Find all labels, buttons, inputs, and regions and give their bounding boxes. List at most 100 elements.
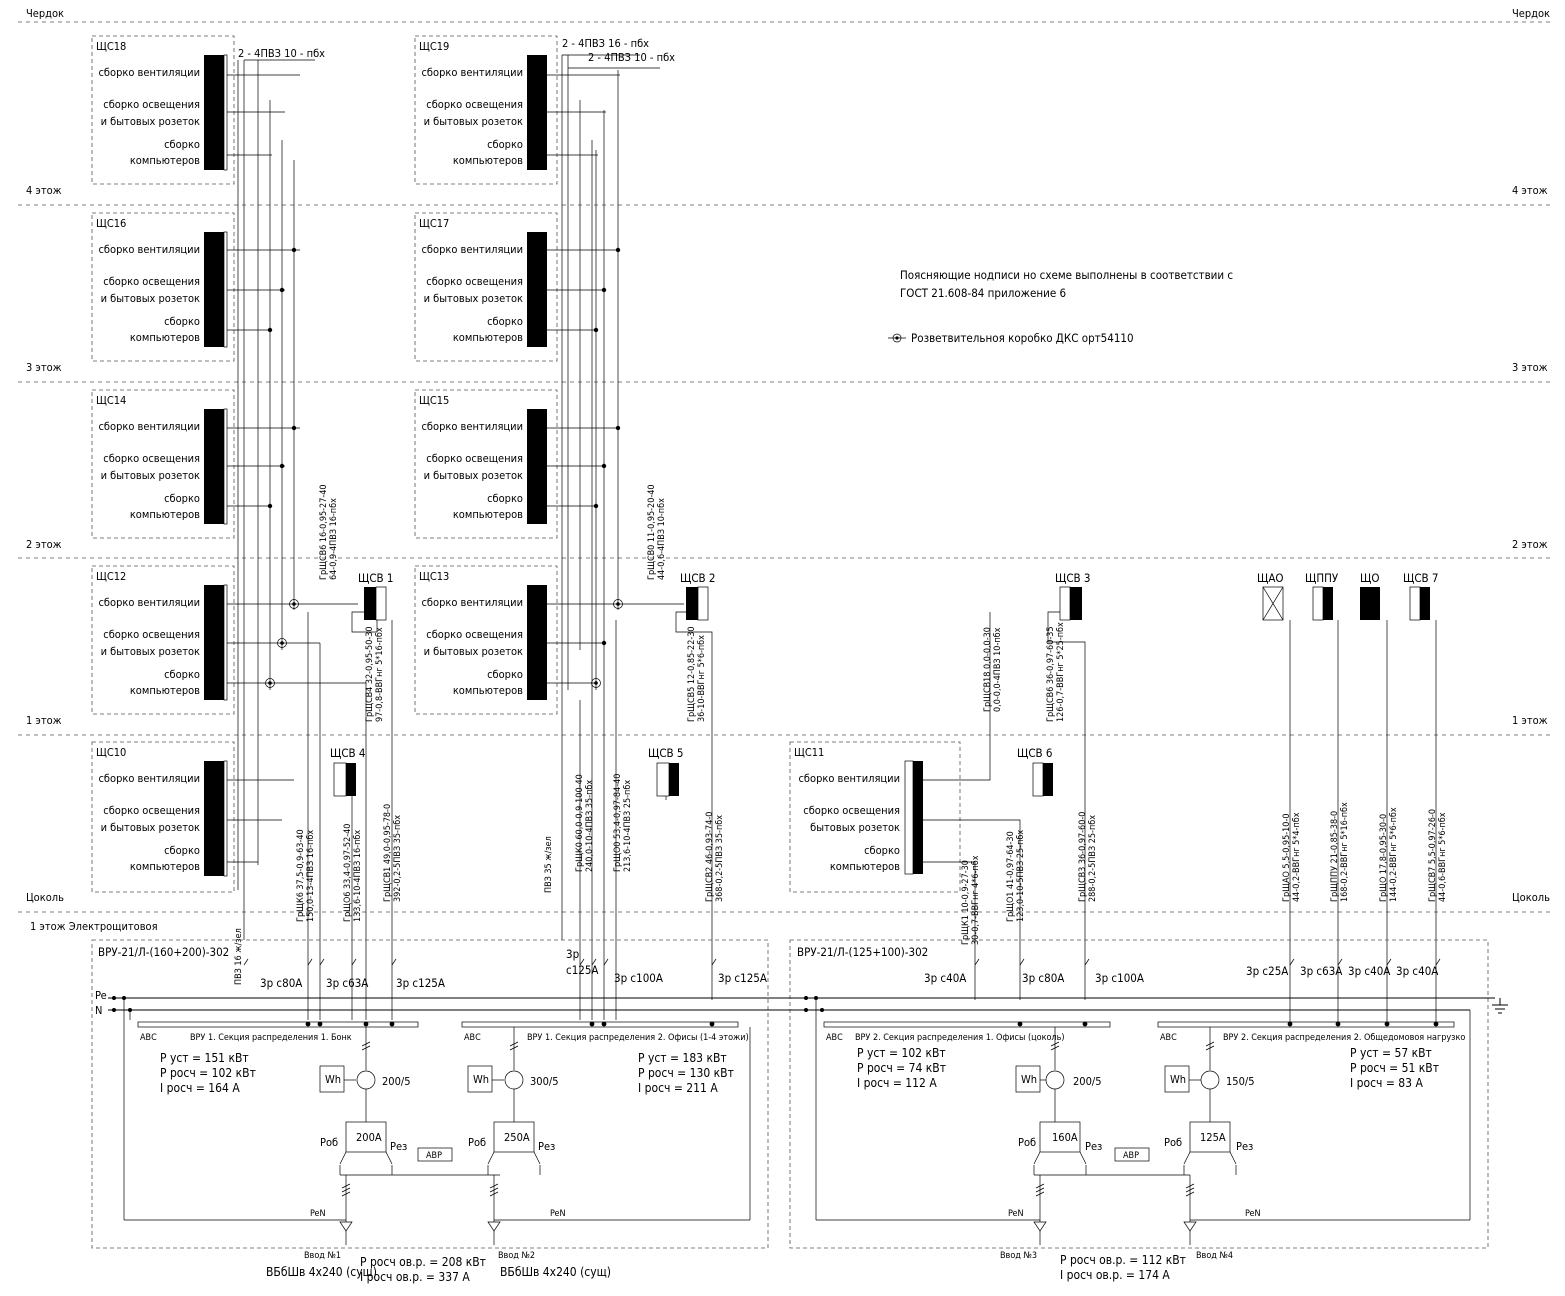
svg-text:сборко: сборко: [164, 492, 200, 505]
svg-text:сборко вентиляции: сборко вентиляции: [98, 243, 200, 256]
svg-text:N: N: [95, 1004, 102, 1017]
avr-unit-2: АВР: [1123, 1151, 1139, 1161]
svg-text:Рез: Рез: [538, 1140, 555, 1153]
svg-text:Рез: Рез: [1085, 1140, 1102, 1153]
svg-text:3р с63А: 3р с63А: [1300, 964, 1342, 978]
svg-text:ГрЩО6 33,4-0,97-52-40: ГрЩО6 33,4-0,97-52-40: [343, 824, 353, 922]
floor-label-1: 1 этож: [26, 714, 62, 727]
floor-label-attic: Чердок: [26, 7, 64, 20]
input-unit-2: Wh 300/5 250А Роб Рез PeN АВР: [417, 1027, 751, 1245]
floor-label-4-right: 4 этож: [1512, 184, 1548, 197]
meter-wh: Wh: [325, 1073, 341, 1086]
svg-text:126-0,7-ВВГнг 5*25-пбх: 126-0,7-ВВГнг 5*25-пбх: [1055, 622, 1066, 722]
svg-text:I росч = 83 А: I росч = 83 А: [1350, 1076, 1423, 1090]
svg-text:и бытовых розеток: и бытовых розеток: [101, 292, 200, 305]
svg-text:3р с25А: 3р с25А: [1246, 964, 1288, 978]
svg-text:I росч = 164 А: I росч = 164 А: [160, 1081, 240, 1095]
svg-text:Р уст = 151 кВт: Р уст = 151 кВт: [160, 1051, 249, 1065]
svg-text:150,0-13-4ПВЗ 16-пбх: 150,0-13-4ПВЗ 16-пбх: [305, 830, 316, 922]
avr-unit-1: АВР: [426, 1151, 442, 1161]
svg-text:сборко: сборко: [487, 492, 523, 505]
section-stats: Р уст = 151 кВт Р росч = 102 кВт I росч …: [160, 1046, 1439, 1095]
total-2-power: Р росч ов.р. = 112 кВт: [1060, 1253, 1186, 1267]
svg-text:компьютеров: компьютеров: [130, 508, 200, 521]
switchboard-vru1: ВРУ-21/Л-(160+200)-302: [91, 939, 769, 1249]
panel-scv7-label: ЩСВ 7: [1403, 571, 1439, 585]
svg-text:168-0,2-ВВГнг 5*16-пбх: 168-0,2-ВВГнг 5*16-пбх: [1339, 802, 1350, 902]
input-cable-1: ВБбШв 4х240 (сущ): [266, 1265, 377, 1279]
svg-text:и бытовых розеток: и бытовых розеток: [424, 115, 523, 128]
cable-top-2: 2 - 4ПВЗ 16 - пбх: [562, 37, 649, 50]
svg-text:ГрЩСВ4 32-0,95-50-30: ГрЩСВ4 32-0,95-50-30: [365, 626, 375, 722]
floor-label-1-right: 1 этож: [1512, 714, 1548, 727]
svg-text:64-0,9-4ПВЗ 16-пбх: 64-0,9-4ПВЗ 16-пбх: [328, 498, 339, 580]
svg-text:Р уст = 183 кВт: Р уст = 183 кВт: [638, 1051, 727, 1065]
panel-label-sc17: ЩС17: [419, 217, 449, 230]
svg-text:сборко освещения: сборко освещения: [803, 804, 900, 817]
svg-text:3р: 3р: [566, 947, 579, 961]
total-1-current: I росч ов.р. = 337 А: [360, 1270, 470, 1284]
middle-riser-wiring: [547, 54, 684, 1020]
legend-junction-box: Розветвительноя коробко ДКС орт54110: [911, 331, 1134, 345]
svg-text:PeN: PeN: [1008, 1209, 1024, 1219]
svg-text:Роб: Роб: [1018, 1136, 1036, 1149]
total-2-current: I росч ов.р. = 174 А: [1060, 1268, 1170, 1282]
panel-sho-label: ЩО: [1360, 571, 1379, 585]
svg-text:сборко: сборко: [164, 844, 200, 857]
svg-text:и бытовых розеток: и бытовых розеток: [101, 821, 200, 834]
svg-text:Р росч = 51 кВт: Р росч = 51 кВт: [1350, 1061, 1439, 1075]
svg-text:ВРУ 1. Секция распределения 1.: ВРУ 1. Секция распределения 1. Бонк: [190, 1033, 352, 1043]
svg-text:сборко вентиляции: сборко вентиляции: [421, 596, 523, 609]
svg-text:сборко вентиляции: сборко вентиляции: [98, 66, 200, 79]
svg-text:Wh: Wh: [1021, 1073, 1037, 1086]
panel-label-sc18: ЩС18: [96, 40, 126, 53]
svg-text:сборко освещения: сборко освещения: [426, 452, 523, 465]
panel-scv5-label: ЩСВ 5: [648, 746, 684, 760]
svg-text:133,6-10-4ПВЗ 16-пбх: 133,6-10-4ПВЗ 16-пбх: [352, 830, 363, 922]
total-1-power: Р росч ов.р. = 208 кВт: [360, 1255, 486, 1269]
svg-text:97-0,8-ВВГнг 5*16-пбх: 97-0,8-ВВГнг 5*16-пбх: [374, 627, 385, 722]
floor-label-3: 3 этож: [26, 361, 62, 374]
svg-text:240,0-10-4ПВЗ 35-пбх: 240,0-10-4ПВЗ 35-пбх: [584, 780, 595, 872]
svg-text:PeN: PeN: [310, 1209, 326, 1219]
svg-text:300/5: 300/5: [530, 1075, 559, 1088]
input-unit-1: Wh 200/5 200А Роб Рез PeN: [124, 1027, 500, 1245]
svg-text:сборко: сборко: [864, 844, 900, 857]
panel-label-sc12: ЩС12: [96, 570, 126, 583]
svg-text:150/5: 150/5: [1226, 1075, 1255, 1088]
cable-labels: ГрЩСВ6 16-0,95-27-40 64-0,9-4ПВЗ 16-пбх …: [234, 484, 1448, 985]
svg-text:компьютеров: компьютеров: [130, 684, 200, 697]
notes: Поясняющие нодписи но схеме выполнены в …: [888, 268, 1233, 345]
svg-text:ГрЩСВ6 36-0,97-60-35: ГрЩСВ6 36-0,97-60-35: [1046, 626, 1056, 722]
feeder-lines: [307, 612, 1437, 1025]
svg-text:44-0,6-ВВГнг 5*6-пбх: 44-0,6-ВВГнг 5*6-пбх: [1437, 812, 1448, 902]
svg-text:сборко: сборко: [487, 315, 523, 328]
svg-text:ГрЩК6 37,5-0,9-63-40: ГрЩК6 37,5-0,9-63-40: [296, 829, 306, 922]
panel-label-sc15: ЩС15: [419, 394, 449, 407]
svg-text:200А: 200А: [356, 1131, 382, 1144]
svg-text:сборко вентиляции: сборко вентиляции: [421, 420, 523, 433]
svg-text:36-10-ВВГнг 5*6-пбх: 36-10-ВВГнг 5*6-пбх: [696, 635, 707, 722]
svg-text:компьютеров: компьютеров: [130, 154, 200, 167]
svg-text:ВРУ-21/Л-(125+100)-302: ВРУ-21/Л-(125+100)-302: [797, 945, 928, 959]
svg-text:160А: 160А: [1052, 1131, 1078, 1144]
svg-text:ВРУ 2. Секция распределения 2.: ВРУ 2. Секция распределения 2. Общедомов…: [1223, 1032, 1465, 1043]
svg-text:с125А: с125А: [566, 963, 599, 977]
svg-text:ГрЩСВ0 11-0,95-20-40: ГрЩСВ0 11-0,95-20-40: [647, 484, 657, 580]
small-panels: ЩСВ 1 ЩСВ 2 ЩСВ 3 ЩСВ 4 ЩСВ 5 ЩСВ 6 ЩАО …: [330, 571, 1439, 1000]
svg-text:3р с100А: 3р с100А: [1095, 971, 1144, 985]
electrical-room-label: 1 этож Электрощитовоя: [30, 920, 158, 933]
input-1-label: Ввод №1: [304, 1251, 341, 1261]
svg-text:и бытовых розеток: и бытовых розеток: [424, 645, 523, 658]
svg-text:ВРУ 1. Секция распределения 2.: ВРУ 1. Секция распределения 2. Офисы (1-…: [527, 1033, 749, 1043]
floor-label-attic-right: Чердок: [1512, 7, 1550, 20]
svg-text:компьютеров: компьютеров: [453, 508, 523, 521]
svg-text:компьютеров: компьютеров: [453, 154, 523, 167]
svg-text:ГрЩСВ1 49,0-0,95-78-0: ГрЩСВ1 49,0-0,95-78-0: [383, 804, 393, 902]
svg-text:Р росч = 102 кВт: Р росч = 102 кВт: [160, 1066, 256, 1080]
floor-label-2-right: 2 этож: [1512, 538, 1548, 551]
floor-label-4: 4 этож: [26, 184, 62, 197]
svg-text:ГрЩК1 10-0,9-27-30: ГрЩК1 10-0,9-27-30: [961, 860, 971, 945]
svg-text:Wh: Wh: [1170, 1073, 1186, 1086]
